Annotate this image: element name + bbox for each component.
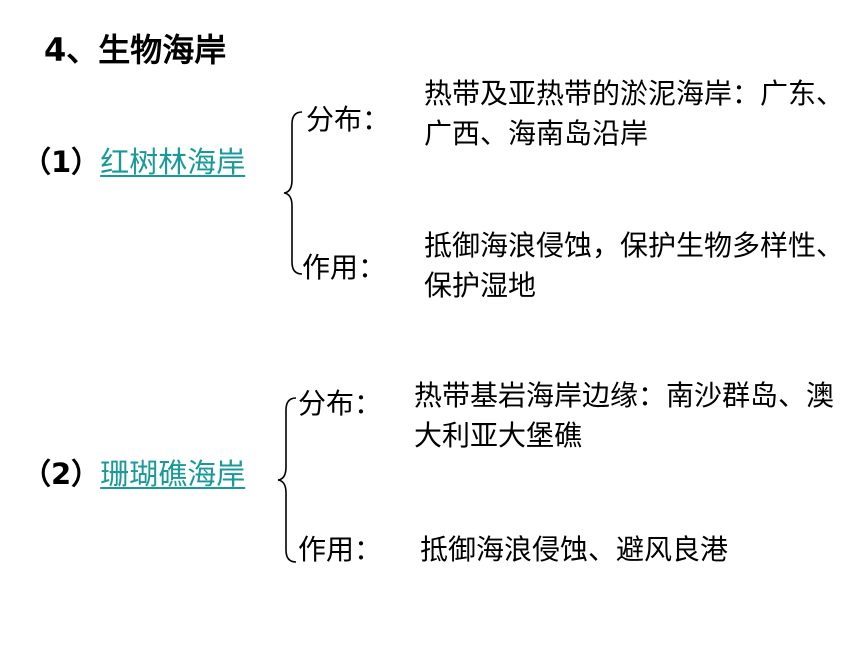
item-2-label: （2）珊瑚礁海岸 (22, 454, 245, 494)
page-title: 4、生物海岸 (44, 31, 227, 69)
item-1-function-text: 抵御海浪侵蚀，保护生物多样性、保护湿地 (424, 229, 845, 302)
item-2-number: （2） (22, 457, 101, 491)
item-2-link[interactable]: 珊瑚礁海岸 (100, 457, 246, 491)
item-1-link[interactable]: 红树林海岸 (100, 145, 246, 179)
item-2-distribution-label: 分布： (298, 387, 383, 420)
item-1-distribution-text: 热带及亚热带的淤泥海岸：广东、广西、海南岛沿岸 (424, 77, 845, 150)
item-1-distribution-label: 分布： (306, 103, 391, 136)
item-2-function-label: 作用： (298, 533, 383, 566)
item-1-brace (283, 111, 303, 275)
item-1-number: （1） (22, 145, 101, 179)
item-1-function-label: 作用： (302, 251, 387, 284)
item-2-function-text: 抵御海浪侵蚀、避风良港 (420, 533, 729, 566)
item-2-brace (277, 397, 297, 563)
item-2-distribution-text: 热带基岩海岸边缘：南沙群岛、澳大利亚大堡礁 (414, 379, 835, 452)
item-1-label: （1）红树林海岸 (22, 142, 245, 182)
